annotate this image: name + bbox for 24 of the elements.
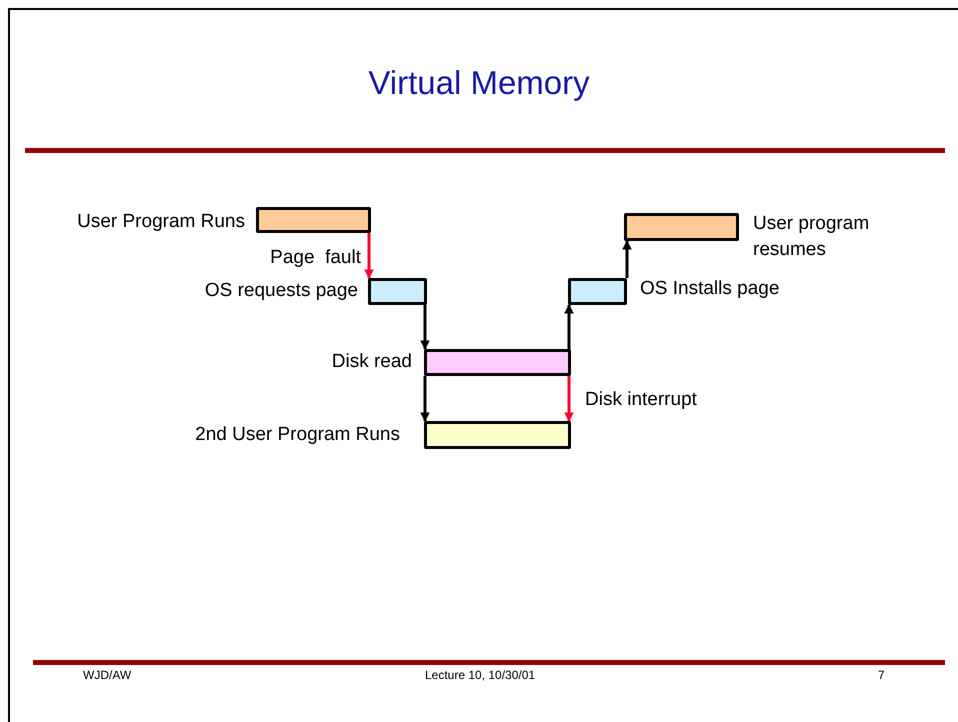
edge-label: Page fault [270,246,361,270]
timeline-bar [256,207,371,233]
bar-label: OS requests page [204,279,358,303]
bar-label: Disk read [332,350,412,374]
footer-text: WJD/AW [83,668,132,682]
arrow [420,305,430,350]
edge-label: Disk interrupt [585,388,697,412]
arrow [564,376,574,422]
timeline-bar [624,213,739,241]
bar-label: User Program Runs [77,210,245,234]
timeline-bar [424,349,571,376]
timeline-bar [568,278,627,305]
arrow [420,376,430,422]
bar-label: User program resumes [753,212,870,262]
arrow [564,304,574,349]
bar-label: OS Installs page [640,277,780,301]
arrow [364,233,374,279]
arrow [622,240,632,278]
footer-text: 7 [878,668,885,682]
bar-label: 2nd User Program Runs [195,423,400,447]
timeline-bar [368,278,427,305]
slide-title: Virtual Memory [367,64,591,102]
footer-text: Lecture 10, 10/30/01 [425,668,536,682]
timeline-bar [424,421,571,449]
